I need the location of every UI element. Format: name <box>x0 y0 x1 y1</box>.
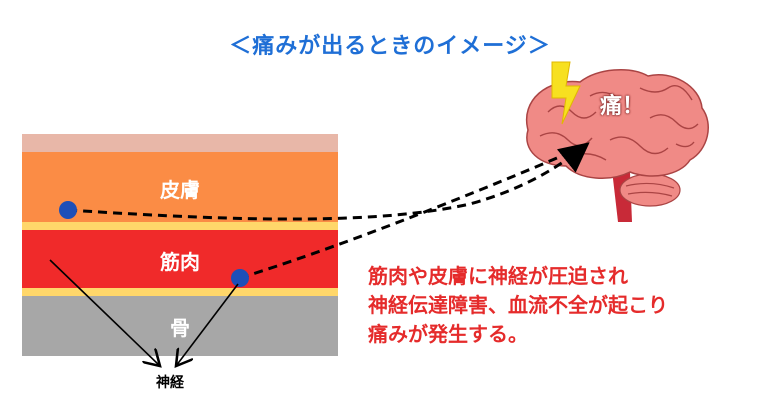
explanation-line-1: 筋肉や皮膚に神経が圧迫され <box>368 264 628 288</box>
nerve-arrow-left <box>49 259 160 366</box>
pain-label: 痛！ <box>600 94 645 119</box>
nerve-arrow-right <box>176 283 239 366</box>
skin-signal-path <box>67 142 590 221</box>
explanation-line-3: 痛みが発生する。 <box>368 322 528 346</box>
nerve-label: 神経 <box>156 375 184 391</box>
muscle-label: 筋肉 <box>160 250 200 274</box>
page-title: ＜痛みが出るときのイメージ＞ <box>229 34 551 59</box>
bone-layer: 骨 <box>22 296 338 356</box>
explanation-text: 筋肉や皮膚に神経が圧迫され 神経伝達障害、血流不全が起こり 痛みが発生する。 <box>368 262 768 349</box>
skin-top-layer <box>22 134 338 152</box>
bone-label: 骨 <box>170 316 190 340</box>
fat-layer-bottom <box>22 288 338 296</box>
lightning-icon <box>551 61 581 125</box>
muscle-layer: 筋肉 <box>22 230 338 288</box>
muscle-nerve-dot <box>231 269 249 287</box>
explanation-line-2: 神経伝達障害、血流不全が起こり <box>368 293 668 317</box>
skin-nerve-dot <box>59 201 77 219</box>
muscle-signal-path <box>239 144 586 280</box>
fat-layer-top <box>22 222 338 230</box>
skin-label: 皮膚 <box>160 178 200 202</box>
